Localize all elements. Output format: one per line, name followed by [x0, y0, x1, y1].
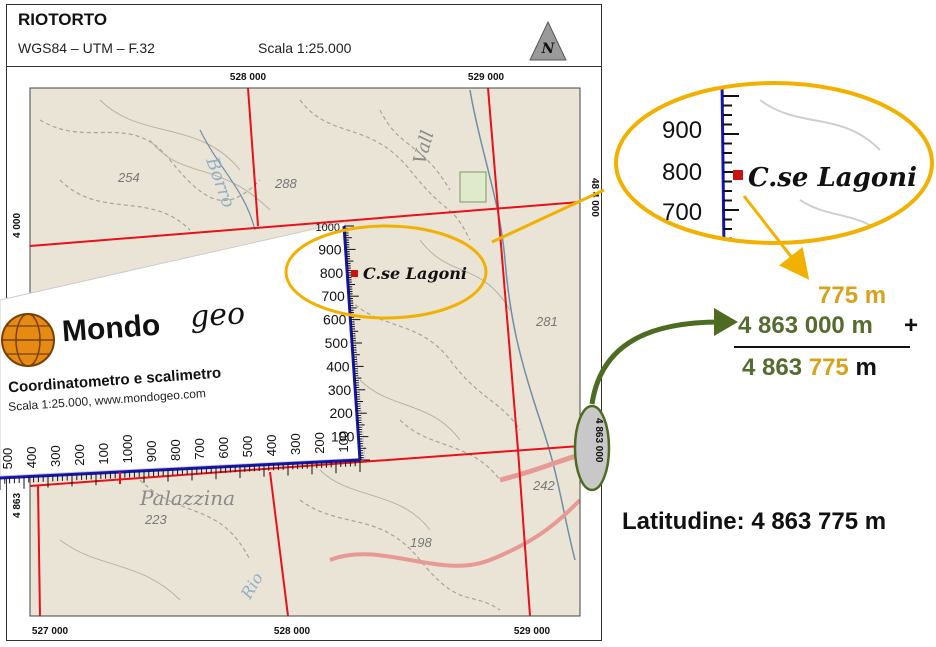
elevation-254: 254	[117, 170, 140, 185]
vertical-tick-label: 900	[318, 241, 342, 257]
elevation-223: 223	[144, 512, 167, 527]
place-marker	[351, 270, 358, 277]
horizontal-tick-label: 500	[0, 448, 15, 470]
horizontal-tick-label: 100	[96, 443, 111, 465]
elevation-288: 288	[274, 176, 297, 191]
zoom-tick-800: 800	[662, 159, 702, 186]
horizontal-tick-label: 100	[336, 431, 351, 453]
vertical-tick-label: 600	[323, 312, 347, 328]
horizontal-tick-label: 400	[264, 434, 279, 456]
sum-part: 775 m	[818, 282, 887, 309]
horizontal-tick-label: 1000	[120, 434, 135, 463]
vertical-tick-label: 100	[331, 429, 355, 445]
sum-result-suffix: m	[848, 354, 877, 381]
latitude-result: Latitudine: 4 863 775 m	[622, 508, 887, 535]
map-scale: Scala 1:25.000	[258, 40, 352, 56]
grid-label-left-b: 4 863	[12, 493, 23, 518]
grid-label-top-528: 528 000	[230, 72, 267, 83]
grid-label-bottom-528: 528 000	[274, 626, 311, 637]
grid-label-bottom-529: 529 000	[514, 626, 551, 637]
map-title: RIOTORTO	[18, 10, 108, 29]
vertical-tick-label: 200	[329, 405, 353, 421]
vertical-tick-label: 800	[320, 265, 344, 281]
horizontal-scale-line	[0, 458, 361, 480]
arrow-to-base	[589, 319, 721, 405]
zoom-tick-900: 900	[662, 117, 702, 144]
grid-label-left-a: 4 000	[12, 213, 23, 238]
horizontal-tick-label: 200	[72, 444, 87, 466]
horizontal-tick-label: 500	[240, 436, 255, 458]
zoom-bubble: 900 800 700 C.se Lagoni	[614, 81, 934, 245]
sum-rule	[734, 346, 910, 348]
place-label: C.se Lagoni	[363, 264, 467, 283]
elevation-198: 198	[410, 535, 432, 550]
elevation-242: 242	[532, 478, 555, 493]
highlight-ellipse-latitude	[573, 404, 611, 492]
horizontal-scale-ticks	[0, 460, 361, 490]
highlight-ellipse-place	[284, 224, 488, 320]
grid-label-right-b: 4 863 000	[593, 418, 604, 463]
sum-result-highlight: 775	[808, 354, 849, 381]
vertical-scale-ticks	[344, 225, 370, 461]
horizontal-tick-label: 800	[168, 439, 183, 461]
brand-logo-suffix: geo	[188, 296, 247, 335]
horizontal-tick-label: 400	[24, 446, 39, 468]
sum-base: 4 863 000 m	[738, 312, 873, 339]
grid-label-top-529: 529 000	[468, 72, 505, 83]
horizontal-tick-label: 300	[48, 445, 63, 467]
arrow-head-green	[714, 308, 738, 336]
north-letter: N	[541, 41, 556, 57]
vertical-tick-label: 500	[325, 335, 349, 351]
sum-plus: +	[904, 312, 919, 339]
zoom-place-label: C.se Lagoni	[748, 163, 917, 193]
sum-result: 4 863 775 m	[742, 354, 877, 382]
sum-result-prefix: 4 863	[742, 354, 809, 381]
vertical-tick-label: 1000	[316, 222, 340, 234]
brand-logo: Mondo	[60, 308, 162, 349]
globe-icon	[1, 313, 55, 367]
zoom-place-marker	[733, 170, 743, 180]
horizontal-tick-label: 600	[216, 437, 231, 459]
north-arrow-icon: N	[529, 20, 567, 61]
building-icon	[459, 171, 487, 203]
arrow-to-part	[742, 195, 810, 280]
horizontal-scale-labels: 500 400 300 200 100 1000 900 800 700 600 500 400 300…	[0, 431, 351, 470]
grid-label-bottom-527: 527 000	[32, 626, 69, 637]
zoom-tick-700: 700	[662, 199, 702, 226]
vertical-tick-label: 700	[321, 288, 345, 304]
place-palazzina: Palazzina	[139, 486, 235, 510]
coordinatometer-card	[0, 221, 366, 480]
elevation-281: 281	[535, 314, 558, 329]
horizontal-tick-label: 700	[192, 438, 207, 460]
horizontal-tick-label: 300	[288, 433, 303, 455]
utm-grid	[30, 88, 580, 616]
grid-label-right-a: 48 4 000	[589, 178, 600, 217]
horizontal-tick-label: 900	[144, 440, 159, 462]
vertical-tick-label: 300	[328, 382, 352, 398]
vertical-tick-label: 400	[326, 358, 350, 374]
horizontal-tick-label: 200	[312, 432, 327, 454]
map-projection: WGS84 – UTM – F.32	[18, 40, 155, 56]
zoom-connector	[491, 188, 605, 244]
header-divider	[6, 66, 602, 67]
vertical-scale-labels: 1000 900 800 700 600 500 400 300 200 100	[316, 222, 355, 445]
